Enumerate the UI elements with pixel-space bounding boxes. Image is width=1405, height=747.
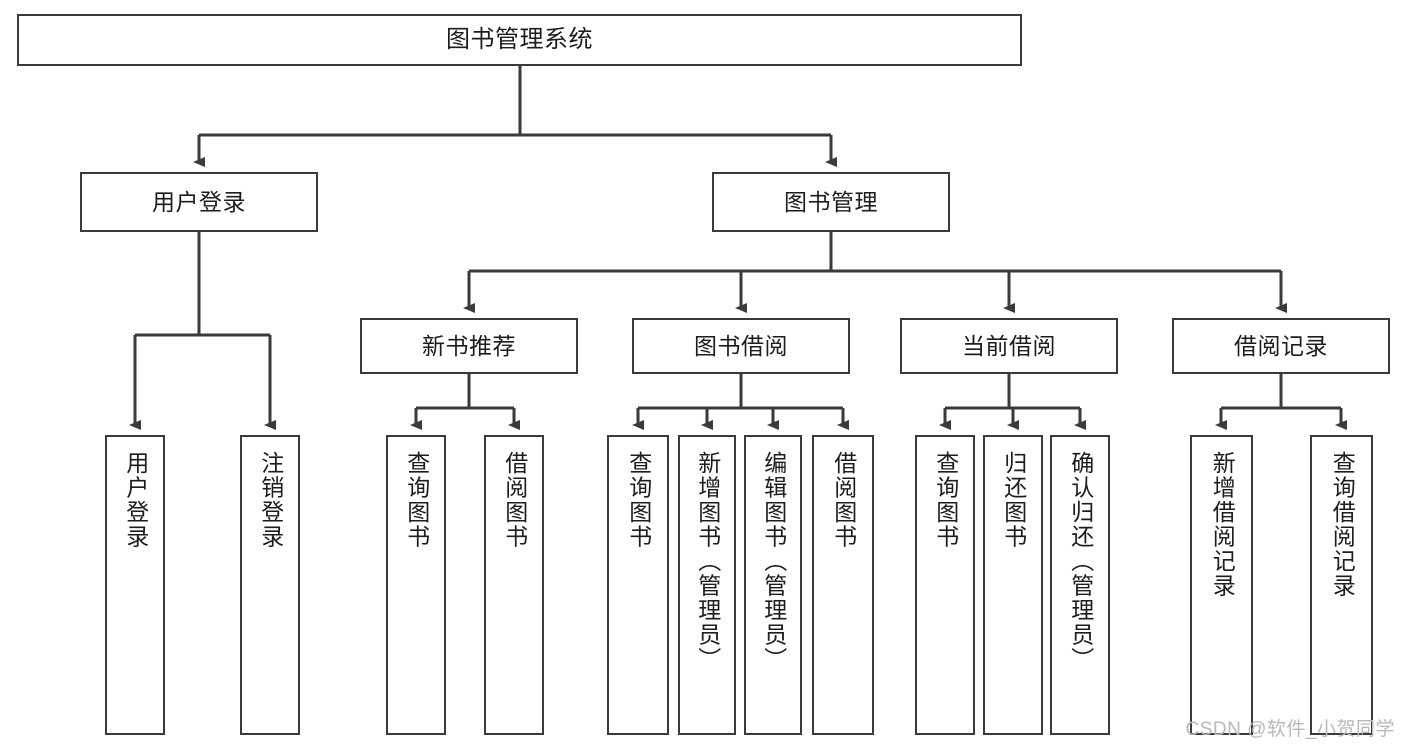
node-leaf-borrow-book[interactable]: 借阅图书: [812, 435, 874, 735]
node-borrow-record-label: 借阅记录: [1234, 332, 1328, 359]
node-leaf-user-login-label: 用户登录: [122, 451, 149, 549]
node-leaf-borrow-book-rec[interactable]: 借阅图书: [484, 435, 544, 735]
node-leaf-add-borrow-record-label: 新增借阅记录: [1209, 451, 1236, 598]
node-leaf-edit-book-admin[interactable]: 编辑图书（管理员）: [744, 435, 802, 735]
node-leaf-logout-login-label: 注销登录: [257, 451, 284, 549]
node-leaf-logout-login[interactable]: 注销登录: [240, 435, 300, 735]
node-borrow-record[interactable]: 借阅记录: [1172, 318, 1390, 374]
node-book-manage[interactable]: 图书管理: [712, 172, 950, 232]
node-leaf-query-book-rec[interactable]: 查询图书: [386, 435, 446, 735]
node-book-manage-label: 图书管理: [784, 188, 878, 215]
node-leaf-query-book-cur-label: 查询图书: [932, 451, 959, 549]
node-leaf-borrow-book-rec-label: 借阅图书: [501, 451, 528, 549]
node-leaf-return-book[interactable]: 归还图书: [983, 435, 1043, 735]
node-current-borrow[interactable]: 当前借阅: [900, 318, 1118, 374]
node-current-borrow-label: 当前借阅: [962, 332, 1056, 359]
watermark: CSDN @软件_小贺同学: [1185, 719, 1395, 740]
node-leaf-edit-book-admin-label: 编辑图书（管理员）: [760, 451, 787, 672]
node-new-book-recommend[interactable]: 新书推荐: [360, 318, 578, 374]
node-leaf-add-book-admin-label: 新增图书（管理员）: [694, 451, 721, 672]
node-leaf-confirm-return-admin[interactable]: 确认归还（管理员）: [1050, 435, 1110, 735]
node-leaf-query-book-borrow[interactable]: 查询图书: [607, 435, 669, 735]
node-root-label: 图书管理系统: [446, 26, 593, 54]
node-leaf-query-borrow-record-label: 查询借阅记录: [1329, 451, 1356, 598]
node-user-login[interactable]: 用户登录: [80, 172, 318, 232]
node-new-book-recommend-label: 新书推荐: [422, 332, 516, 359]
node-book-borrow-label: 图书借阅: [694, 332, 788, 359]
node-leaf-query-book-cur[interactable]: 查询图书: [915, 435, 975, 735]
node-user-login-label: 用户登录: [152, 188, 246, 215]
node-leaf-query-book-rec-label: 查询图书: [403, 451, 430, 549]
node-leaf-add-borrow-record[interactable]: 新增借阅记录: [1190, 435, 1253, 735]
node-leaf-query-book-borrow-label: 查询图书: [625, 451, 652, 549]
node-leaf-return-book-label: 归还图书: [1000, 451, 1027, 549]
node-leaf-query-borrow-record[interactable]: 查询借阅记录: [1310, 435, 1373, 735]
node-book-borrow[interactable]: 图书借阅: [632, 318, 850, 374]
node-leaf-confirm-return-admin-label: 确认归还（管理员）: [1067, 451, 1094, 672]
node-leaf-borrow-book-label: 借阅图书: [830, 451, 857, 549]
node-leaf-add-book-admin[interactable]: 新增图书（管理员）: [678, 435, 736, 735]
node-root[interactable]: 图书管理系统: [17, 14, 1022, 66]
node-leaf-user-login[interactable]: 用户登录: [105, 435, 165, 735]
